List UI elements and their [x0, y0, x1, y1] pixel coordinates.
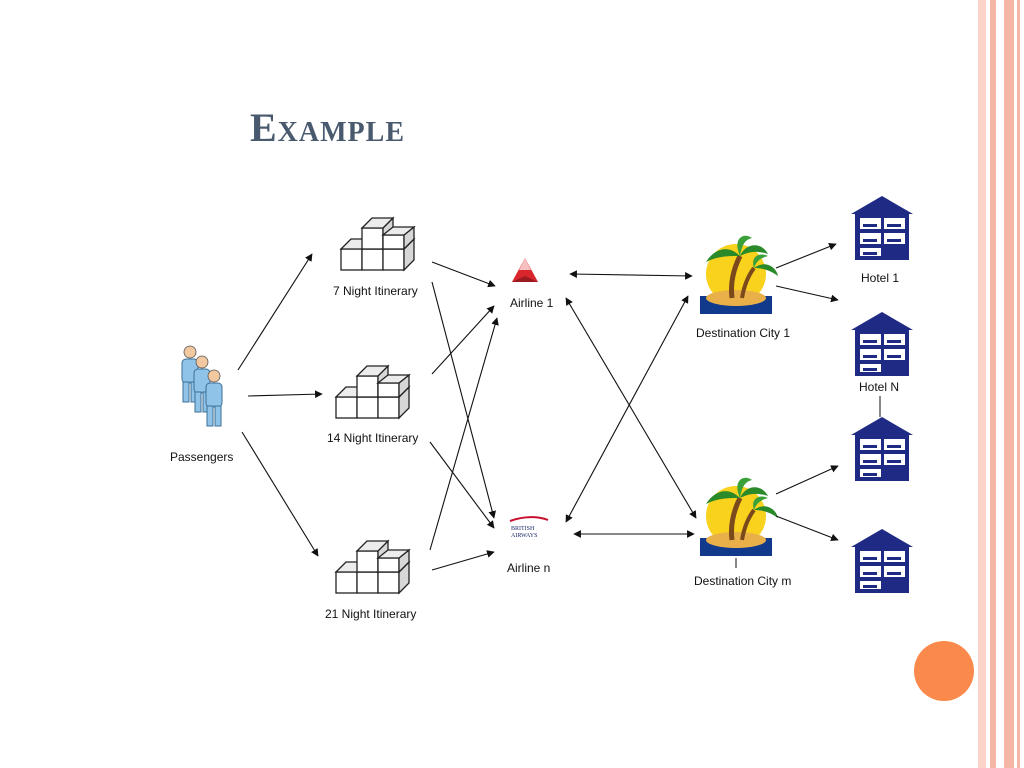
- frame-border-thin: [1017, 0, 1020, 768]
- arrow-passengers-14night: [247, 390, 323, 399]
- arrow-passengers-7night: [237, 253, 313, 371]
- destination-label-1: Destination City 1: [696, 326, 791, 340]
- hotel-building-icon: [851, 417, 913, 481]
- arrow-7night-airlinen: [431, 281, 496, 519]
- itinerary-label-14night: 14 Night Itinerary: [327, 431, 419, 445]
- frame-border-outer: [978, 0, 986, 768]
- arrow-21night-airlinen: [431, 550, 495, 571]
- british-airways-logo-icon: BRITISH AIRWAYS: [509, 516, 549, 539]
- stacked-cubes-icon: [335, 540, 410, 594]
- arrow-destinationm-hotel4: [775, 515, 839, 542]
- frame-border-inner: [990, 0, 996, 768]
- arrow-21night-airline1: [429, 317, 499, 551]
- hotel-building-icon: [851, 312, 913, 376]
- hotel-label-1: Hotel 1: [861, 271, 900, 285]
- airline-label-1: Airline 1: [510, 296, 554, 310]
- destination-label-m: Destination City m: [694, 574, 792, 588]
- palm-island-icon: [700, 478, 778, 556]
- itinerary-label-7night: 7 Night Itinerary: [333, 284, 418, 298]
- hotel-building-icon: [851, 529, 913, 593]
- arrow-destination1-hotel1: [775, 242, 837, 269]
- airline-label-n: Airline n: [507, 561, 551, 575]
- people-group-icon: [181, 345, 223, 427]
- arrow-destination1-hotelN: [775, 285, 839, 303]
- hotel-label-n: Hotel N: [859, 380, 900, 394]
- arrow-passengers-21night: [241, 431, 319, 557]
- arrow-airline1-destination1: [569, 270, 693, 280]
- arrow-14night-airline1: [431, 305, 495, 375]
- itinerary-label-21night: 21 Night Itinerary: [325, 607, 417, 621]
- palm-island-icon: [700, 236, 778, 314]
- accent-circle: [914, 641, 974, 701]
- arrow-7night-airline1: [431, 261, 496, 288]
- arrow-airlinen-destination1: [565, 295, 689, 523]
- hotel-building-icon: [851, 196, 913, 260]
- stacked-cubes-icon: [335, 365, 410, 419]
- delta-logo-icon: [512, 258, 538, 282]
- passengers-label: Passengers: [170, 450, 234, 464]
- svg-text:AIRWAYS: AIRWAYS: [511, 533, 537, 539]
- frame-border-edge: [1004, 0, 1014, 768]
- arrow-14night-airlinen: [429, 441, 495, 529]
- arrow-destinationm-hotel3: [775, 465, 839, 495]
- svg-text:BRITISH: BRITISH: [511, 526, 535, 532]
- stacked-cubes-icon: [340, 217, 415, 271]
- slide-title: Example: [250, 105, 406, 150]
